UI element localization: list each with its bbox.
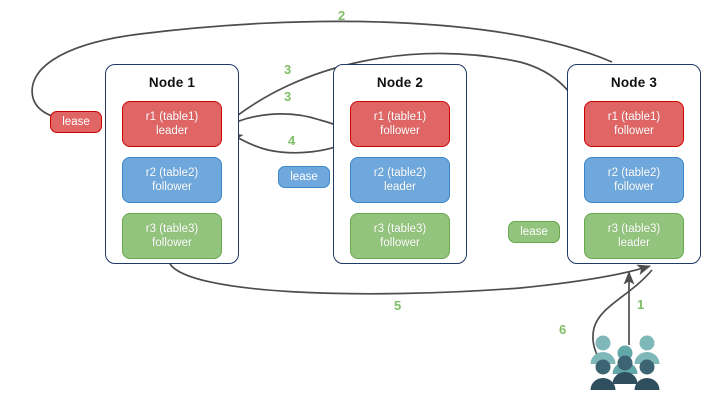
node-title-node2: Node 2: [376, 75, 424, 90]
replica-node1-r1[interactable]: r1 (table1) leader: [122, 101, 222, 147]
replica-node1-r3[interactable]: r3 (table3) follower: [122, 213, 222, 259]
step-label-1: 1: [637, 297, 645, 312]
step-label-3b: 3: [284, 89, 292, 104]
replica-role: follower: [152, 181, 192, 193]
replica-role: follower: [614, 181, 654, 193]
replica-role: leader: [156, 125, 188, 137]
arrow-step-3-lower: [223, 113, 351, 132]
replica-name: r3 (table3): [145, 223, 199, 235]
lease-badge-r3[interactable]: lease: [508, 221, 560, 243]
step-label-2: 2: [338, 8, 346, 23]
replica-name: r3 (table3): [607, 223, 661, 235]
step-label-5: 5: [394, 298, 402, 313]
node-title-node3: Node 3: [610, 75, 658, 90]
replica-name: r3 (table3): [373, 223, 427, 235]
lease-badge-r2[interactable]: lease: [278, 166, 330, 188]
arrow-step-5: [169, 263, 651, 295]
users-icon: [590, 335, 660, 390]
replica-name: r1 (table1): [373, 111, 427, 123]
node-title-node1: Node 1: [148, 75, 196, 90]
replica-role: follower: [152, 237, 192, 249]
replica-role: leader: [618, 237, 650, 249]
replica-node3-r2[interactable]: r2 (table2) follower: [584, 157, 684, 203]
replica-role: follower: [380, 237, 420, 249]
replica-role: follower: [380, 125, 420, 137]
replica-node2-r3[interactable]: r3 (table3) follower: [350, 213, 450, 259]
node-box-node3[interactable]: Node 3 r1 (table1) follower r2 (table2) …: [567, 64, 701, 264]
step-label-6: 6: [559, 322, 567, 337]
replica-role: leader: [384, 181, 416, 193]
replica-name: r2 (table2): [607, 167, 661, 179]
replica-node3-r1[interactable]: r1 (table1) follower: [584, 101, 684, 147]
step-label-4: 4: [288, 133, 296, 148]
replica-node2-r1[interactable]: r1 (table1) follower: [350, 101, 450, 147]
lease-badge-r1[interactable]: lease: [50, 111, 102, 133]
replica-node3-r3[interactable]: r3 (table3) leader: [584, 213, 684, 259]
node-box-node1[interactable]: Node 1 r1 (table1) leader r2 (table2) fo…: [105, 64, 239, 264]
node-box-node2[interactable]: Node 2 r1 (table1) follower r2 (table2) …: [333, 64, 467, 264]
step-label-3a: 3: [284, 62, 292, 77]
replica-name: r1 (table1): [145, 111, 199, 123]
replica-name: r1 (table1): [607, 111, 661, 123]
replica-name: r2 (table2): [373, 167, 427, 179]
replica-name: r2 (table2): [145, 167, 199, 179]
replica-node2-r2[interactable]: r2 (table2) leader: [350, 157, 450, 203]
replica-node1-r2[interactable]: r2 (table2) follower: [122, 157, 222, 203]
replica-role: follower: [614, 125, 654, 137]
